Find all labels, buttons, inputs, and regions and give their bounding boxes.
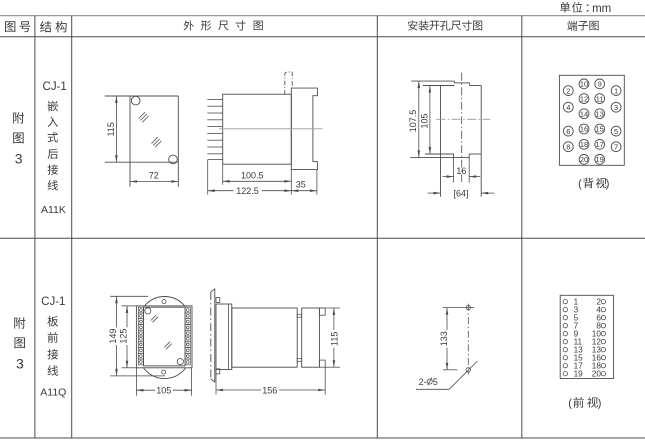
svg-text:100.5: 100.5	[241, 170, 264, 180]
svg-text:8: 8	[566, 142, 570, 151]
svg-text:17: 17	[574, 362, 584, 371]
svg-text:): )	[606, 178, 610, 190]
svg-text:10: 10	[592, 330, 602, 339]
svg-text:133: 133	[439, 331, 449, 346]
svg-text:2-: 2-	[419, 377, 427, 387]
svg-text:15: 15	[596, 125, 604, 134]
svg-text:19: 19	[574, 370, 584, 379]
svg-text:): )	[598, 397, 602, 409]
svg-text:5: 5	[574, 314, 579, 323]
svg-text:122.5: 122.5	[236, 186, 259, 196]
svg-text:16: 16	[592, 354, 602, 363]
svg-text:20: 20	[580, 155, 588, 164]
svg-text:20: 20	[592, 370, 602, 379]
svg-text:6: 6	[596, 314, 601, 323]
svg-text:6: 6	[566, 127, 570, 136]
svg-text:CJ-1: CJ-1	[43, 81, 67, 93]
svg-text:3: 3	[574, 306, 579, 315]
svg-text:9: 9	[574, 330, 579, 339]
svg-text:1: 1	[574, 298, 579, 307]
svg-text:105: 105	[156, 385, 171, 395]
svg-text:105: 105	[420, 113, 430, 128]
svg-text:19: 19	[596, 155, 604, 164]
svg-text:115: 115	[329, 332, 339, 346]
svg-text:8: 8	[596, 322, 601, 331]
svg-text:5: 5	[614, 127, 618, 136]
svg-text:107.5: 107.5	[408, 110, 418, 133]
svg-text:3: 3	[614, 103, 618, 112]
svg-text:9: 9	[598, 80, 602, 89]
svg-text:5: 5	[433, 377, 438, 387]
svg-text:1: 1	[614, 86, 618, 95]
svg-text:4: 4	[566, 103, 570, 112]
svg-text:(: (	[568, 397, 572, 409]
svg-text:12: 12	[592, 338, 602, 347]
svg-text:A11Q: A11Q	[40, 386, 66, 398]
svg-text:125: 125	[119, 329, 129, 344]
svg-text:CJ-1: CJ-1	[41, 296, 65, 308]
svg-text:12: 12	[580, 94, 588, 103]
svg-text:15: 15	[574, 354, 584, 363]
svg-text:(: (	[578, 178, 582, 190]
svg-text:17: 17	[596, 140, 604, 149]
svg-text:18: 18	[580, 140, 588, 149]
svg-text:11: 11	[596, 94, 604, 103]
svg-text:18: 18	[592, 362, 602, 371]
svg-text:[64]: [64]	[453, 188, 468, 198]
svg-text:11: 11	[574, 338, 583, 347]
svg-text:7: 7	[574, 322, 579, 331]
svg-text:13: 13	[592, 346, 602, 355]
svg-text:149: 149	[108, 329, 118, 344]
svg-text:3: 3	[15, 151, 23, 167]
svg-text:A11K: A11K	[41, 204, 66, 216]
svg-text:mm: mm	[592, 3, 611, 15]
svg-text:13: 13	[596, 109, 604, 118]
svg-text:7: 7	[614, 142, 618, 151]
svg-text:16: 16	[580, 125, 588, 134]
svg-text:2: 2	[596, 298, 601, 307]
svg-text:2: 2	[566, 86, 570, 95]
svg-text:13: 13	[574, 346, 584, 355]
svg-text:72: 72	[149, 170, 159, 180]
svg-text:35: 35	[296, 179, 306, 189]
svg-text:10: 10	[580, 80, 588, 89]
svg-text:3: 3	[16, 356, 24, 372]
svg-text:115: 115	[106, 122, 116, 136]
svg-text:14: 14	[580, 109, 588, 118]
svg-text:156: 156	[262, 385, 277, 395]
svg-text:4: 4	[596, 306, 601, 315]
